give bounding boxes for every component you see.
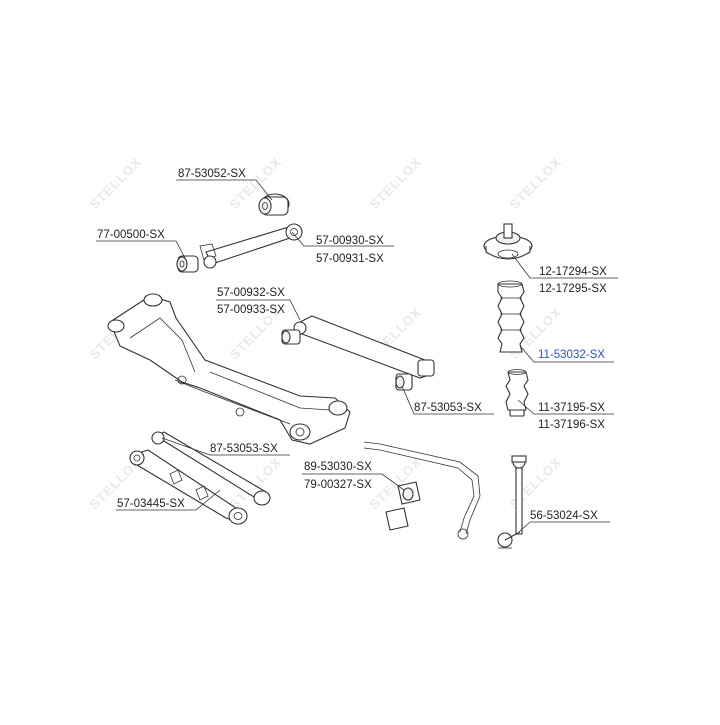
label-11-37195[interactable]: 11-37195-SX bbox=[538, 402, 605, 414]
label-11-37196[interactable]: 11-37196-SX bbox=[538, 419, 605, 431]
label-87-53053-left[interactable]: 87-53053-SX bbox=[210, 443, 278, 455]
stabilizer-bushing[interactable] bbox=[385, 481, 421, 531]
label-57-00932[interactable]: 57-00932-SX bbox=[217, 287, 285, 299]
label-12-17294[interactable]: 12-17294-SX bbox=[539, 266, 607, 278]
stabilizer-bar[interactable] bbox=[363, 441, 481, 540]
part-labels: 87-53052-SX 77-00500-SX 57-00930-SX 57-0… bbox=[97, 168, 607, 522]
watermark-text: STELLOX bbox=[87, 154, 145, 212]
label-56-53024[interactable]: 56-53024-SX bbox=[530, 510, 598, 522]
label-57-00931[interactable]: 57-00931-SX bbox=[316, 253, 384, 265]
label-79-00327[interactable]: 79-00327-SX bbox=[304, 479, 372, 491]
leader-lines bbox=[96, 179, 618, 533]
label-12-17295[interactable]: 12-17295-SX bbox=[539, 283, 607, 295]
bushing-small[interactable] bbox=[176, 255, 199, 273]
subframe[interactable] bbox=[107, 293, 351, 445]
lower-link[interactable] bbox=[129, 449, 248, 525]
strut-mount[interactable] bbox=[483, 223, 533, 260]
label-87-53053-right[interactable]: 87-53053-SX bbox=[414, 402, 482, 414]
label-57-03445[interactable]: 57-03445-SX bbox=[117, 498, 185, 510]
label-89-53030[interactable]: 89-53030-SX bbox=[304, 461, 372, 473]
upper-arm-assembly[interactable] bbox=[199, 193, 303, 269]
stabilizer-link[interactable] bbox=[497, 455, 527, 549]
label-57-00933[interactable]: 57-00933-SX bbox=[217, 304, 285, 316]
label-87-53052[interactable]: 87-53052-SX bbox=[178, 168, 246, 180]
label-11-53032[interactable]: 11-53032-SX bbox=[538, 349, 605, 361]
dust-boot[interactable] bbox=[497, 280, 525, 353]
watermark-text: STELLOX bbox=[507, 154, 565, 212]
label-57-00930[interactable]: 57-00930-SX bbox=[316, 235, 384, 247]
bushing-lateral[interactable] bbox=[395, 373, 413, 391]
watermark-text: STELLOX bbox=[367, 154, 425, 212]
lateral-link[interactable] bbox=[281, 315, 435, 379]
bump-stop[interactable] bbox=[505, 369, 529, 417]
lower-link-arm[interactable] bbox=[151, 431, 271, 506]
label-77-00500[interactable]: 77-00500-SX bbox=[97, 229, 165, 241]
